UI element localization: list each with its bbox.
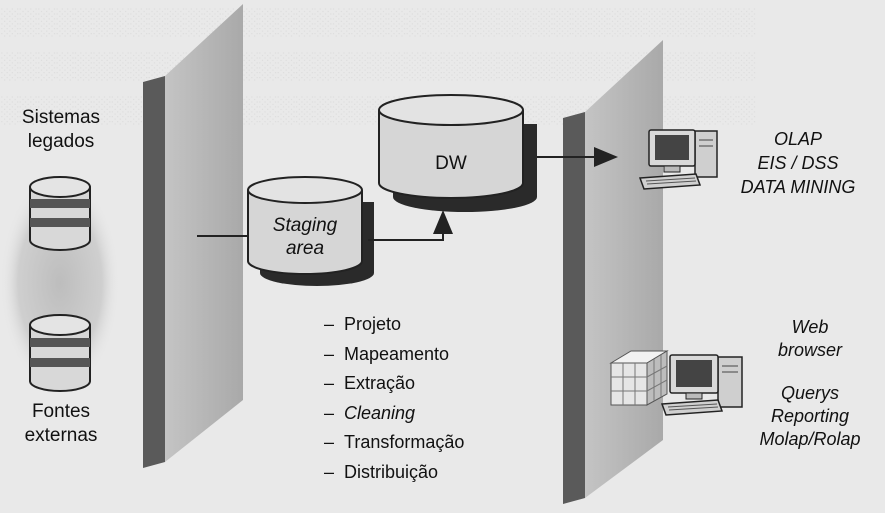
staging-area-text: Staging area (272, 215, 338, 259)
process-step-text: Distribuição (344, 461, 439, 482)
process-step: –Transformação (324, 432, 465, 452)
query-tools-label: Querys Reporting Molap/Rolap (745, 382, 875, 451)
connector-staging-to-dw (368, 210, 453, 241)
process-step-text: Projeto (344, 314, 402, 334)
external-sources-label: Fontes externas (6, 400, 116, 448)
process-steps-list: –Projeto –Mapeamento –Extração –Cleaning… (324, 310, 464, 487)
external-sources-text: Fontes externas (24, 401, 98, 446)
process-step: –Cleaning (324, 402, 416, 423)
olap-cube-icon (609, 350, 669, 406)
data-mining-text: DATA MINING (740, 177, 856, 197)
dw-label: DW (411, 152, 491, 176)
olap-tools-label: OLAP EIS / DSS DATA MINING (718, 127, 878, 199)
eis-dss-text: EIS / DSS (757, 153, 839, 173)
process-step-text: Mapeamento (344, 343, 450, 364)
olap-text: OLAP (773, 129, 823, 149)
molap-rolap-text: Molap/Rolap (759, 429, 861, 449)
web-browser-text: Web browser (777, 317, 843, 360)
external-sources-database-icon (29, 314, 91, 392)
process-step: –Extração (324, 373, 416, 393)
staging-area-cylinder (247, 176, 374, 286)
reporting-text: Reporting (770, 406, 850, 426)
process-step-text: Extração (344, 373, 416, 393)
dw-cylinder (378, 94, 537, 212)
staging-area-label: Staging area (266, 214, 344, 260)
right-wall (563, 40, 663, 504)
querys-text: Querys (780, 383, 840, 403)
legacy-systems-text: Sistemas legados (21, 107, 101, 152)
web-browser-label: Web browser (775, 316, 845, 362)
web-workstation-icon (660, 354, 743, 416)
dw-text: DW (435, 153, 467, 174)
process-step: –Projeto (324, 314, 402, 334)
computer-workstation-icon (638, 129, 718, 190)
process-step: –Mapeamento (324, 343, 450, 364)
legacy-systems-database-icon (29, 176, 91, 251)
left-wall (143, 4, 243, 468)
process-step: –Distribuição (324, 461, 439, 482)
process-step-text: Cleaning (344, 402, 416, 423)
legacy-systems-label: Sistemas legados (6, 106, 116, 154)
process-step-text: Transformação (344, 432, 465, 452)
